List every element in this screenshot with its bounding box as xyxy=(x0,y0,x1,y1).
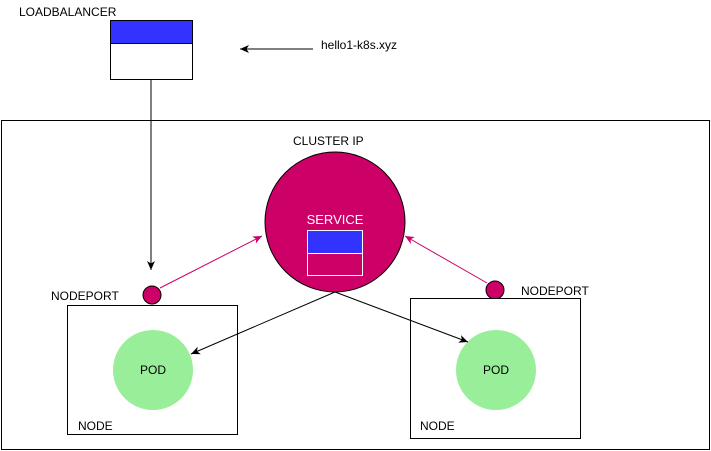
service-box xyxy=(307,230,363,276)
loadbalancer-label: LOADBALANCER xyxy=(19,5,117,19)
dns-label: hello1-k8s.xyz xyxy=(321,38,397,52)
cluster-ip-label: CLUSTER IP xyxy=(293,134,364,148)
cluster-boundary xyxy=(1,120,710,450)
nodeport-left-label: NODEPORT xyxy=(51,289,119,303)
nodeport-right-to-service-arrow xyxy=(404,235,488,284)
pod-left-circle xyxy=(113,330,193,410)
nodeport-right-dot xyxy=(485,280,505,300)
nodeport-right-label: NODEPORT xyxy=(521,284,589,298)
loadbalancer-header xyxy=(110,20,193,44)
service-to-pod-left-arrow xyxy=(190,291,336,355)
service-header xyxy=(307,230,363,254)
loadbalancer-box xyxy=(110,20,193,80)
pod-right-label: POD xyxy=(483,363,509,377)
nodeport-left-to-service-arrow xyxy=(159,235,263,289)
pod-left-label: POD xyxy=(140,363,166,377)
pod-right-circle xyxy=(456,330,536,410)
service-to-pod-right-arrow xyxy=(334,291,469,343)
node-left-label: NODE xyxy=(78,419,113,433)
service-label: SERVICE xyxy=(307,212,364,227)
nodeport-left-dot xyxy=(142,285,162,305)
node-right-label: NODE xyxy=(420,419,455,433)
